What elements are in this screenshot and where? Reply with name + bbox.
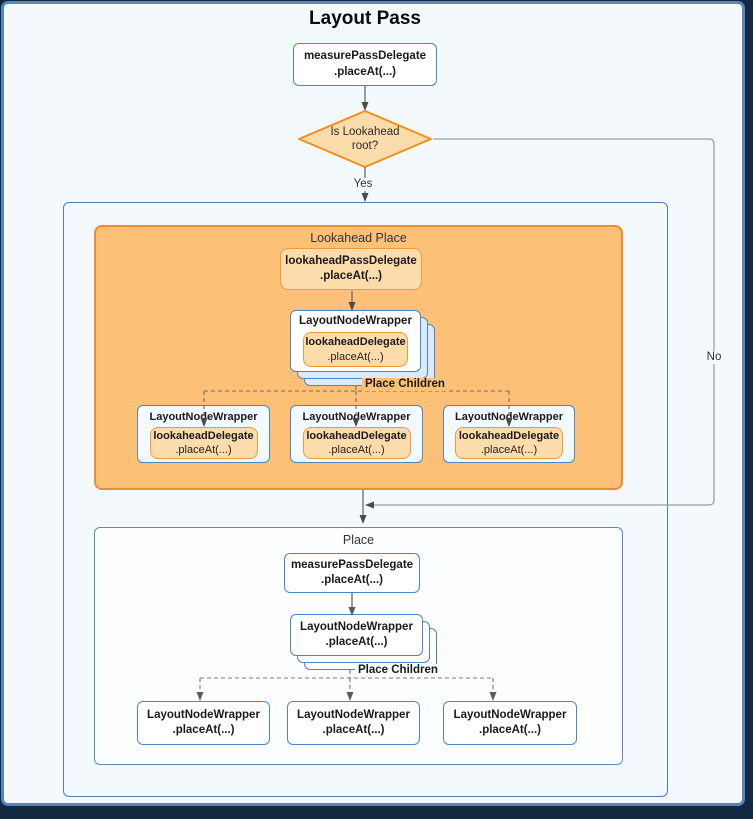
wrapper-title: LayoutNodeWrapper [455, 411, 563, 423]
node-name: lookaheadDelegate [153, 429, 254, 442]
no-edge-label: No [701, 351, 727, 364]
lookahead-child-wrapper-1: LayoutNodeWrapper lookaheadDelegate .pla… [137, 405, 270, 463]
place-child-wrapper-2: LayoutNodeWrapper .placeAt(...) [287, 701, 420, 745]
node-call: .placeAt(...) [479, 724, 541, 736]
yes-edge-label: Yes [349, 178, 377, 191]
wrapper-title: LayoutNodeWrapper [149, 411, 258, 423]
place-child-wrapper-3: LayoutNodeWrapper .placeAt(...) [443, 701, 577, 745]
decision-diamond: Is Lookahead root? [299, 111, 431, 167]
lookahead-place-children-label: Place Children [362, 378, 448, 391]
node-call: .placeAt(...) [334, 65, 396, 78]
page-title: Layout Pass [309, 8, 421, 29]
lookahead-child-wrapper-3: LayoutNodeWrapper lookaheadDelegate .pla… [443, 405, 575, 463]
lookahead-child-wrapper-2: LayoutNodeWrapper lookaheadDelegate .pla… [290, 405, 423, 463]
decision-question-line1: Is Lookahead [330, 125, 400, 138]
node-name: LayoutNodeWrapper [147, 708, 260, 721]
lookahead-delegate-node: lookaheadDelegate .placeAt(...) [455, 427, 563, 459]
node-call: .placeAt(...) [320, 270, 382, 282]
place-title: Place [342, 533, 375, 547]
lookahead-delegate-node: lookaheadDelegate .placeAt(...) [303, 332, 408, 367]
node-call: .placeAt(...) [172, 724, 235, 736]
node-name: LayoutNodeWrapper [297, 708, 410, 721]
lookahead-pass-delegate-node: lookaheadPassDelegate .placeAt(...) [280, 248, 422, 290]
place-child-wrapper-1: LayoutNodeWrapper .placeAt(...) [137, 701, 270, 745]
measure-pass-delegate-node: measurePassDelegate .placeAt(...) [293, 43, 437, 86]
node-call: .placeAt(...) [322, 724, 385, 736]
node-call: .placeAt(...) [327, 350, 384, 363]
place-children-label: Place Children [355, 664, 441, 677]
lookahead-place-title: Lookahead Place [310, 231, 407, 245]
lookahead-delegate-node: lookaheadDelegate .placeAt(...) [302, 427, 411, 459]
node-call: .placeAt(...) [321, 574, 383, 586]
place-wrapper-stack: LayoutNodeWrapper .placeAt(...) [290, 614, 423, 656]
node-name: measurePassDelegate [290, 558, 414, 571]
lookahead-delegate-node: lookaheadDelegate .placeAt(...) [149, 427, 258, 459]
lookahead-wrapper-stack: LayoutNodeWrapper lookaheadDelegate .pla… [290, 310, 421, 372]
node-name: lookaheadDelegate [458, 429, 560, 442]
node-call: .placeAt(...) [175, 444, 232, 456]
node-name: measurePassDelegate [303, 50, 427, 63]
node-call: .placeAt(...) [325, 636, 388, 648]
node-name: LayoutNodeWrapper [300, 620, 413, 633]
node-name: lookaheadDelegate [306, 429, 407, 442]
node-call: .placeAt(...) [328, 444, 385, 456]
node-name: lookaheadDelegate [305, 336, 406, 349]
node-call: .placeAt(...) [480, 444, 538, 456]
wrapper-title: LayoutNodeWrapper [299, 315, 412, 327]
decision-question-line2: root? [351, 140, 379, 152]
node-name: lookaheadPassDelegate [285, 254, 417, 267]
wrapper-title: LayoutNodeWrapper [302, 411, 411, 423]
place-measure-pass-delegate-node: measurePassDelegate .placeAt(...) [284, 553, 420, 593]
node-name: LayoutNodeWrapper [453, 708, 567, 721]
